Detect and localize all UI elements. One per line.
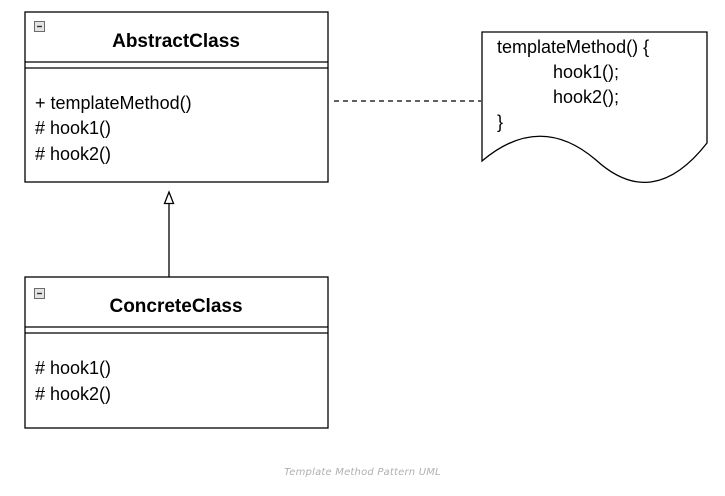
concrete-member-hook2: # hook2() xyxy=(35,384,111,404)
concrete-class-border xyxy=(24,276,329,429)
abstract-member-hook2: # hook2() xyxy=(35,144,111,164)
abstract-class-border xyxy=(24,11,329,183)
minus-box-icon[interactable] xyxy=(34,21,45,32)
note-line-closing-brace: } xyxy=(497,112,503,132)
concrete-class-box[interactable]: ConcreteClass # hook1() # hook2() xyxy=(24,276,329,429)
generalization-arrow[interactable] xyxy=(163,190,175,277)
figure-caption: Template Method Pattern UML xyxy=(284,467,441,478)
abstract-class-name: AbstractClass xyxy=(112,31,240,52)
note-line-hook2-call: hook2(); xyxy=(553,87,619,107)
minus-box-icon[interactable] xyxy=(34,288,45,299)
concrete-class-name: ConcreteClass xyxy=(109,296,242,317)
concrete-member-hook1: # hook1() xyxy=(35,358,111,378)
abstract-class-box[interactable]: AbstractClass + templateMethod() # hook1… xyxy=(24,11,329,183)
note-box[interactable]: templateMethod() { hook1(); hook2(); } xyxy=(481,31,708,183)
note-line-signature: templateMethod() { xyxy=(497,37,649,57)
hollow-triangle-arrowhead xyxy=(163,190,175,205)
note-line-hook1-call: hook1(); xyxy=(553,62,619,82)
note-document-shape xyxy=(481,31,708,183)
abstract-member-template-method: + templateMethod() xyxy=(35,93,192,113)
abstract-member-hook1: # hook1() xyxy=(35,118,111,138)
